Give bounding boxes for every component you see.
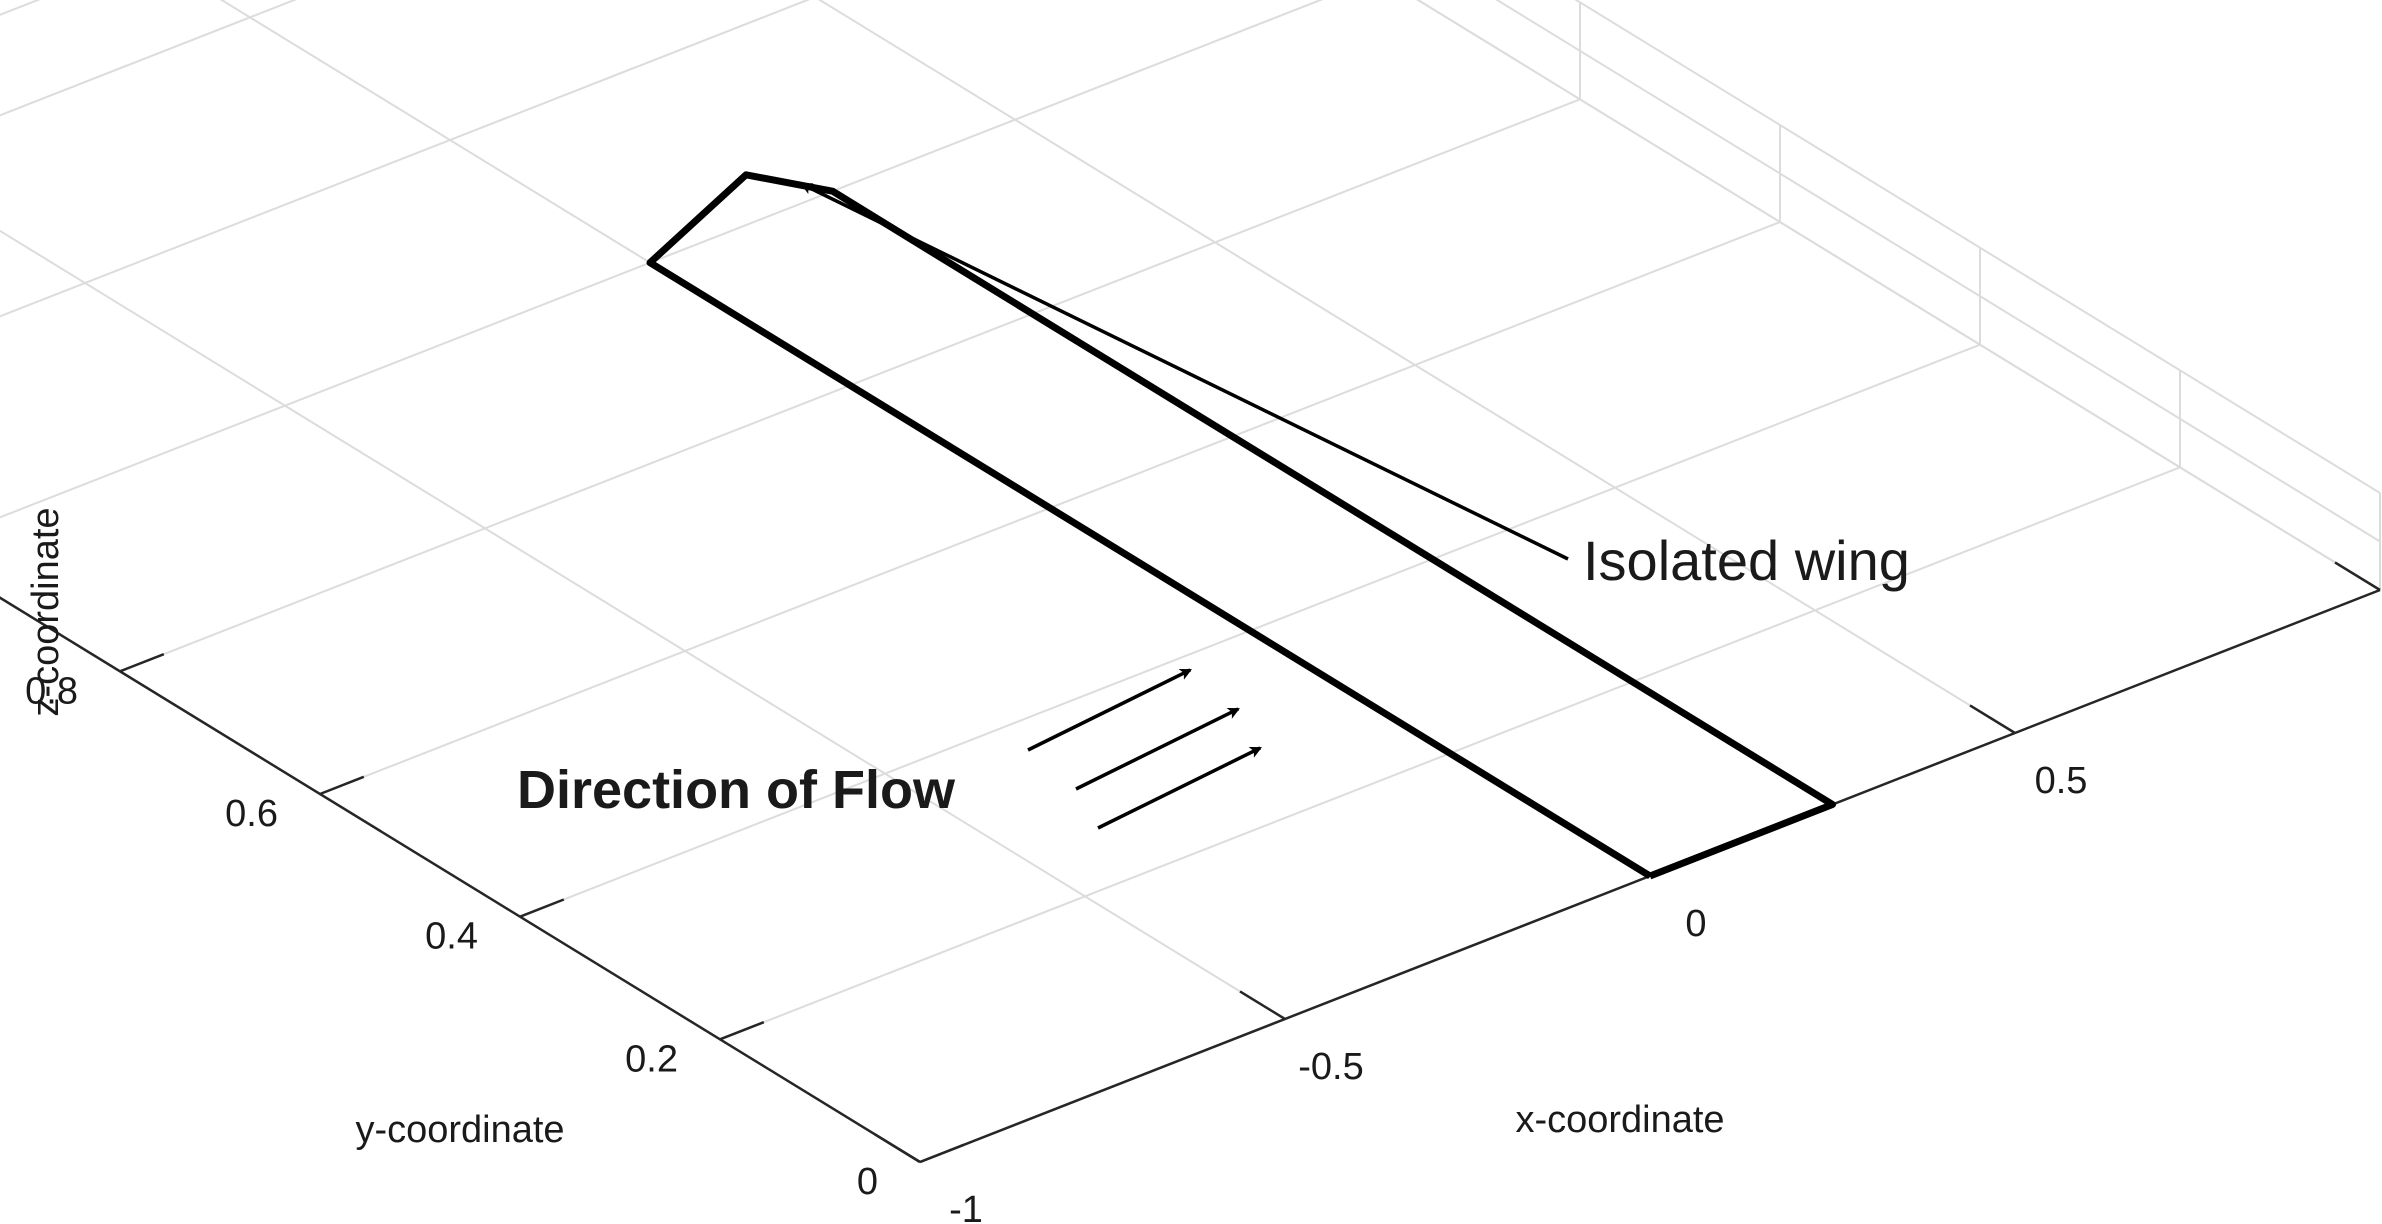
grid-line-z-back <box>0 0 880 145</box>
x-tick <box>874 1133 921 1164</box>
tick-labels: -1-0.500.5100.20.40.60.811.21.400.050.1 <box>25 670 2088 1224</box>
annotation-arrow <box>800 182 1569 561</box>
x-tick-label: 0.5 <box>2035 760 2088 802</box>
y-tick <box>719 1021 765 1041</box>
x-tick-label: -1 <box>949 1189 983 1224</box>
y-tick-label: 0.6 <box>225 793 278 835</box>
y-tick-label: 0.2 <box>625 1038 678 1080</box>
grid-line-x <box>817 0 2016 734</box>
flow-arrow <box>1075 707 1240 791</box>
grid-line-x <box>1416 0 2381 591</box>
grid-line-z-side <box>1495 0 2381 543</box>
annotation-direction-of-flow: Direction of Flow <box>517 760 956 820</box>
grid-line-y <box>0 0 811 318</box>
grid-line-z-back <box>0 0 880 194</box>
y-tick <box>119 653 165 673</box>
grid-line-y <box>0 0 297 117</box>
x-axis-label: x-coordinate <box>1515 1099 1724 1141</box>
x-tick <box>1239 990 1286 1021</box>
x-tick <box>2334 561 2381 592</box>
x-tick-label: 0 <box>1685 903 1706 945</box>
grid-line-z-side <box>1416 0 2381 591</box>
y-tick-label: 0 <box>857 1161 878 1203</box>
flow-arrow <box>1097 746 1262 830</box>
y-tick <box>519 898 565 918</box>
x-tick-label: -0.5 <box>1298 1046 1363 1088</box>
grid-lines <box>0 0 2381 1163</box>
grid-line-x <box>0 596 921 1163</box>
y-tick-label: 0.8 <box>25 670 78 712</box>
annotation-isolated-wing: Isolated wing <box>1583 529 1910 592</box>
y-axis-line <box>0 596 921 1164</box>
y-tick-label: 0.4 <box>425 916 478 958</box>
x-tick <box>1969 704 2016 735</box>
grid-line-x <box>0 229 1286 1020</box>
series <box>646 171 1836 880</box>
z-axis-label: z-coordinate <box>25 507 67 716</box>
y-tick <box>919 1143 965 1164</box>
grid-line-z-back <box>0 0 41 16</box>
grid-line-y <box>0 0 1324 519</box>
grid-line-x <box>219 0 1651 877</box>
y-axis-label: y-coordinate <box>355 1109 564 1151</box>
wing-outline <box>646 171 1836 880</box>
flow-arrow <box>1027 668 1192 752</box>
tick-marks <box>119 561 2381 1164</box>
grid-line-z-side <box>1574 0 2381 494</box>
y-tick <box>319 775 365 796</box>
